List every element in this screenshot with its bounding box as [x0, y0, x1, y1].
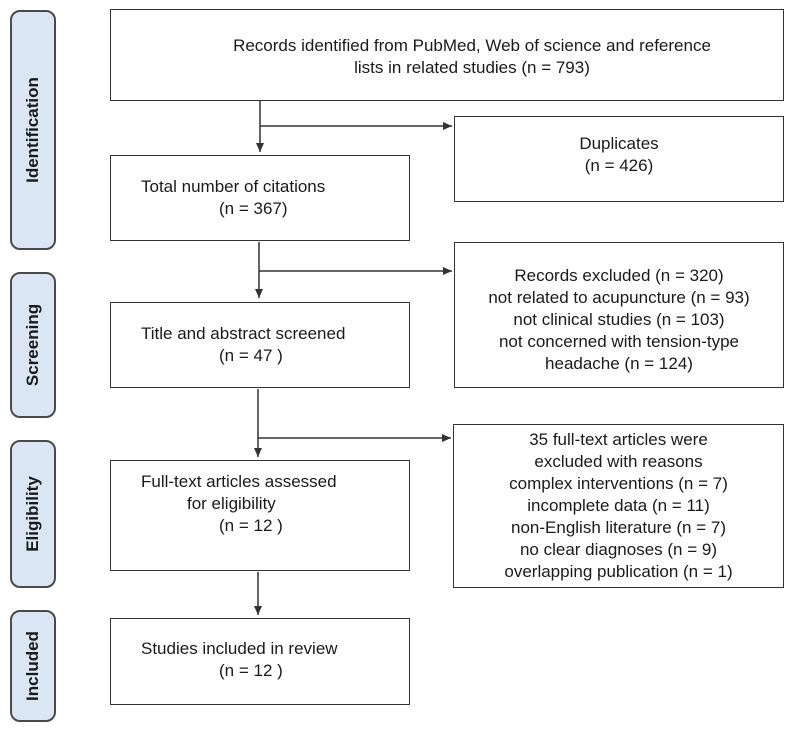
stage-eligibility: Eligibility — [10, 440, 56, 588]
total-citations-line-1: Total number of citations — [141, 177, 326, 196]
records-excluded-line-2: not related to acupuncture (n = 93) — [488, 288, 750, 307]
records-excluded-line-5: headache (n = 124) — [545, 354, 693, 373]
stage-screening: Screening — [10, 272, 56, 418]
stage-included: Included — [10, 610, 56, 722]
fulltext-excluded-box: 35 full-text articles were excluded with… — [453, 424, 784, 588]
fulltext-excluded-line-3: complex interventions (n = 7) — [509, 474, 728, 493]
fulltext-assessed-line-3: (n = 12 ) — [219, 516, 283, 535]
fulltext-excluded-line-1: 35 full-text articles were — [529, 430, 708, 449]
fulltext-excluded-line-7: overlapping publication (n = 1) — [504, 562, 733, 581]
total-citations-line-2: (n = 367) — [219, 199, 288, 218]
fulltext-excluded-line-2: excluded with reasons — [534, 452, 703, 471]
title-abstract-line-1: Title and abstract screened — [141, 324, 346, 343]
records-excluded-line-3: not clinical studies (n = 103) — [513, 310, 725, 329]
fulltext-excluded-line-6: no clear diagnoses (n = 9) — [519, 540, 718, 559]
stage-identification: Identification — [10, 10, 56, 250]
records-excluded-line-4: not concerned with tension-type — [498, 332, 740, 351]
included-box: Studies included in review (n = 12 ) — [110, 618, 410, 705]
total-citations-box: Total number of citations (n = 367) — [110, 155, 410, 241]
fulltext-excluded-line-5: non-English literature (n = 7) — [511, 518, 726, 537]
title-abstract-box: Title and abstract screened (n = 47 ) — [110, 302, 410, 388]
title-abstract-line-2: (n = 47 ) — [219, 346, 283, 365]
records-identified-line-1: Records identified from PubMed, Web of s… — [233, 36, 711, 55]
included-line-2: (n = 12 ) — [219, 661, 283, 680]
included-line-1: Studies included in review — [141, 639, 338, 658]
records-identified-box: Records identified from PubMed, Web of s… — [110, 9, 784, 101]
records-identified-line-2: lists in related studies (n = 793) — [354, 58, 590, 77]
duplicates-box: Duplicates (n = 426) — [454, 116, 784, 202]
records-excluded-box: Records excluded (n = 320) not related t… — [454, 242, 784, 388]
fulltext-excluded-line-4: incomplete data (n = 11) — [527, 496, 710, 515]
fulltext-assessed-box: Full-text articles assessed for eligibil… — [110, 460, 410, 571]
fulltext-assessed-line-1: Full-text articles assessed — [141, 472, 337, 491]
duplicates-line-1: Duplicates — [579, 134, 659, 153]
duplicates-line-2: (n = 426) — [584, 156, 654, 175]
records-excluded-line-1: Records excluded (n = 320) — [514, 266, 724, 285]
fulltext-assessed-line-2: for eligibility — [187, 494, 276, 513]
